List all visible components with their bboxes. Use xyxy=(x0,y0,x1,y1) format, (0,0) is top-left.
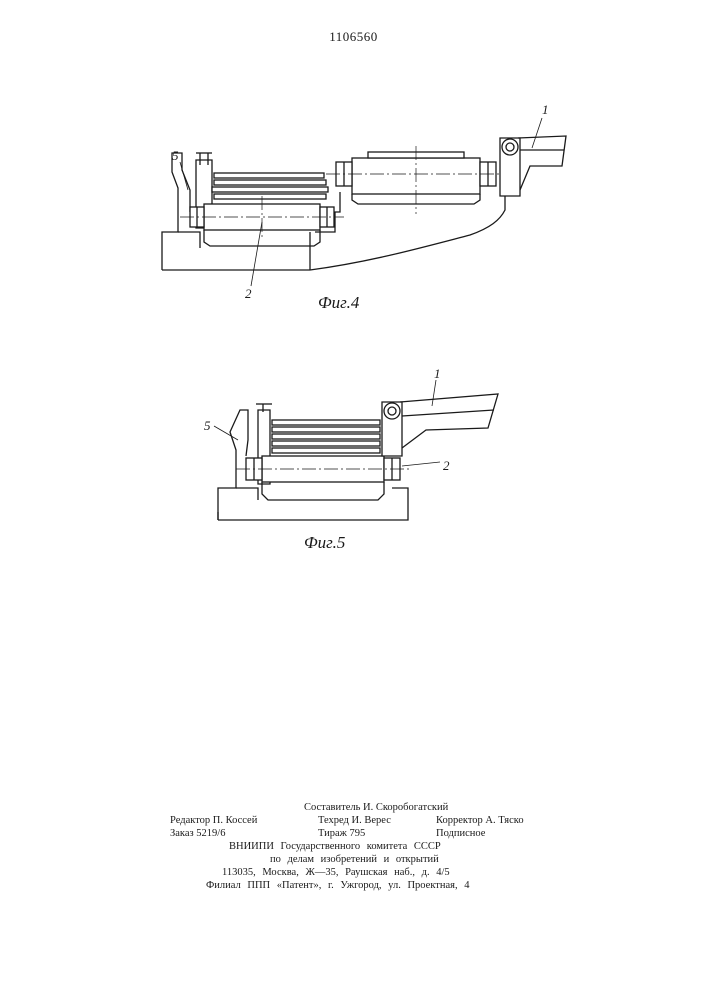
imprint-address: 113035, Москва, Ж—35, Раушская наб., д. … xyxy=(222,867,450,878)
imprint-org-line2: по делам изобретений и открытий xyxy=(270,854,439,865)
imprint-subscription: Подписное xyxy=(436,828,485,839)
imprint-corrector: Корректор А. Тяско xyxy=(436,815,524,826)
imprint-order: Заказ 5219/6 xyxy=(170,828,225,839)
imprint-branch: Филиал ППП «Патент», г. Ужгород, ул. Про… xyxy=(206,880,469,891)
imprint-techred: Техред И. Верес xyxy=(318,815,391,826)
imprint-circulation: Тираж 795 xyxy=(318,828,365,839)
imprint-editor: Редактор П. Коссей xyxy=(170,815,257,826)
imprint-compiler: Составитель И. Скоробогатский xyxy=(304,802,448,813)
imprint-org-line1: ВНИИПИ Государственного комитета СССР xyxy=(229,841,441,852)
